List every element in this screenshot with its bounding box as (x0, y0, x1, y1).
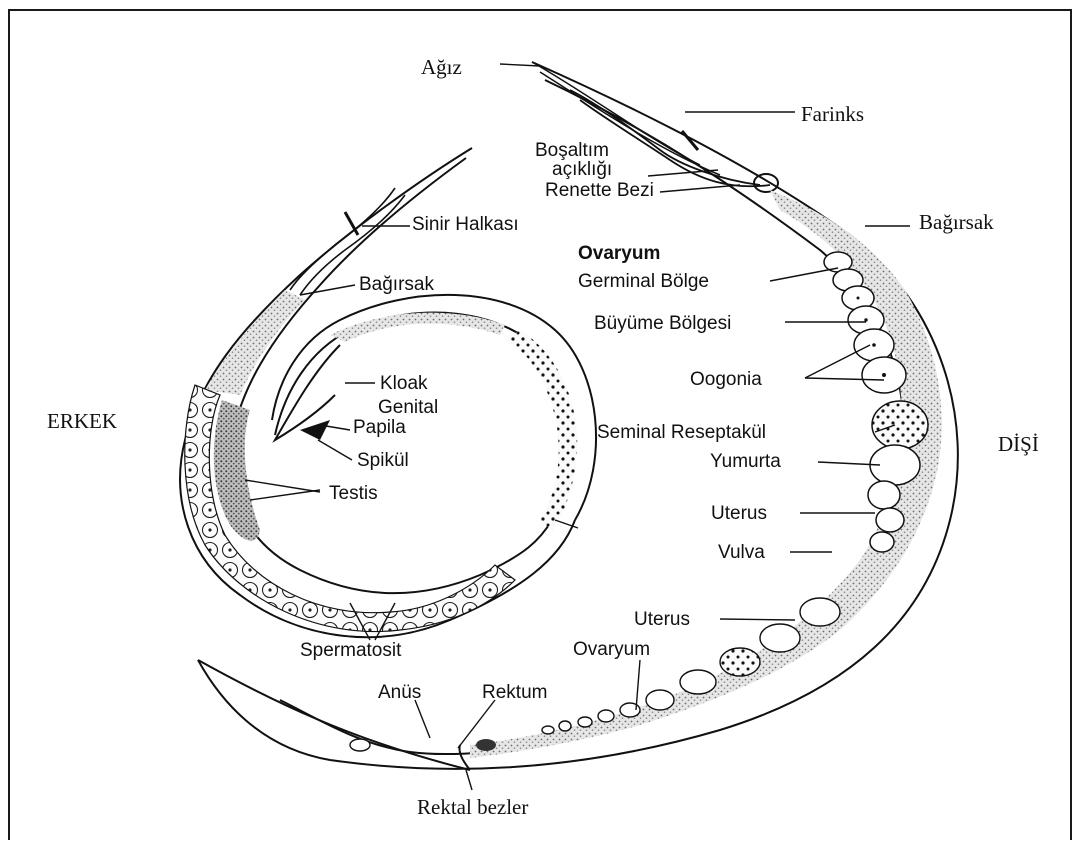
label-excretory-pore-1: Boşaltım (535, 141, 609, 160)
label-pharynx: Farinks (801, 104, 864, 125)
label-uterus-lower: Uterus (634, 610, 690, 629)
label-mouth: Ağız (421, 57, 462, 78)
label-nerve-ring: Sinir Halkası (412, 215, 519, 234)
label-rectal-glands: Rektal bezler (417, 797, 528, 818)
label-cloaca: Kloak (380, 374, 428, 393)
label-female: DİŞİ (998, 434, 1039, 455)
label-ovary-header: Ovaryum (578, 244, 660, 263)
label-spermatocyte: Spermatosit (300, 641, 401, 660)
label-genital-papilla-1: Genital (378, 398, 438, 417)
label-excretory-pore-2: açıklığı (552, 160, 612, 179)
label-vulva: Vulva (718, 543, 765, 562)
label-oogonia: Oogonia (690, 370, 762, 389)
label-rectum: Rektum (482, 683, 547, 702)
label-egg: Yumurta (710, 452, 781, 471)
label-intestine-female: Bağırsak (919, 212, 994, 233)
label-ovary-lower: Ovaryum (573, 640, 650, 659)
label-genital-papilla-2: Papila (353, 418, 406, 437)
label-intestine-male: Bağırsak (359, 275, 434, 294)
label-uterus-upper: Uterus (711, 504, 767, 523)
label-anus: Anüs (378, 683, 421, 702)
label-seminal-receptacle: Seminal Reseptakül (597, 423, 766, 442)
label-spicule: Spikül (357, 451, 409, 470)
label-renette-gland: Renette Bezi (545, 181, 654, 200)
label-male: ERKEK (47, 411, 117, 432)
label-germinal-zone: Germinal Bölge (578, 272, 709, 291)
label-growth-zone: Büyüme Bölgesi (594, 314, 731, 333)
label-testis: Testis (329, 484, 378, 503)
male-intestine-band (205, 290, 305, 395)
